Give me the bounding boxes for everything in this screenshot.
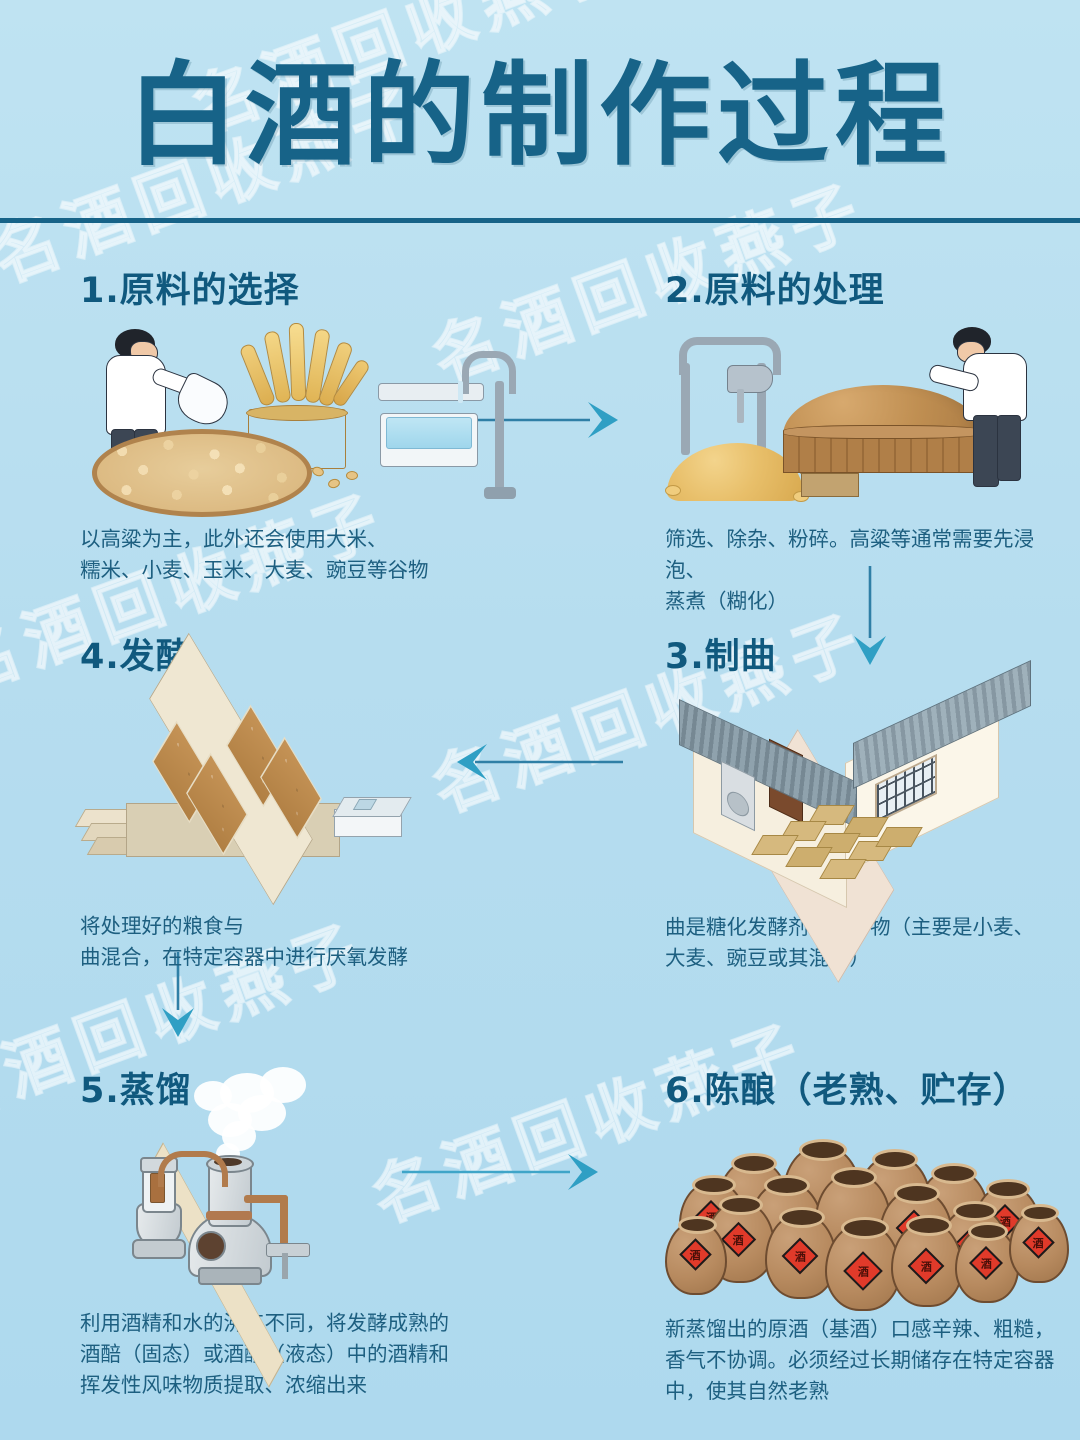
step-3-block: 3.制曲 <box>665 628 1065 983</box>
boiler-band <box>206 1211 252 1220</box>
step-1-heading: 1.原料的选择 <box>80 271 300 311</box>
wheat-bundle-tie <box>246 405 348 421</box>
step-4-heading: 4.发酵 <box>80 637 192 677</box>
copper-pipe-side <box>244 1195 288 1203</box>
spilled-kernel <box>346 471 358 480</box>
fermentation-pit-illustration <box>74 632 412 906</box>
step-5-block: 5.蒸馏 <box>80 1062 580 1401</box>
faucet-spout <box>737 389 744 423</box>
loose-kernel <box>665 485 681 496</box>
step-6-caption: 新蒸馏出的原酒（基酒）口感辛辣、粗糙， 香气不协调。必须经过长期储存在特定容器 … <box>665 1317 1055 1403</box>
poster-title: 白酒的制作过程 <box>127 51 953 181</box>
step-1-caption: 以高粱为主，此外还会使用大米、 糯米、小麦、玉米、大麦、豌豆等谷物 <box>80 527 429 582</box>
raw-material-selection-illustration <box>80 321 530 517</box>
step-3-heading: 3.制曲 <box>665 637 777 677</box>
raw-material-processing-illustration <box>665 325 1065 510</box>
step-2-block: 2.原料的处理 <box>665 262 1065 617</box>
pipe-right-leg <box>757 363 766 455</box>
condenser-foot <box>132 1239 186 1259</box>
copper-pipe-down <box>280 1195 288 1249</box>
faucet-head <box>727 365 773 393</box>
aging-jars-illustration: 酒 酒 酒 酒 <box>665 1127 1069 1311</box>
arrow-step4-to-step5 <box>156 952 200 1043</box>
steam-puff <box>260 1067 306 1103</box>
step-5-caption: 利用酒精和水的沸点不同，将发酵成熟的 酒醅（固态）或酒醪（液态）中的酒精和 挥发… <box>80 1311 449 1397</box>
arrow-step2-to-step3 <box>848 566 892 671</box>
poster-title-wrapper: 白酒的制作过程 <box>0 51 1080 181</box>
valve-stand <box>282 1253 288 1279</box>
crate-rim <box>783 425 985 439</box>
worker-coat <box>106 355 166 435</box>
clay-wine-jar: 酒 <box>955 1219 1019 1303</box>
step-6-block: 6.陈酿（老熟、贮存） 酒 <box>665 1062 1069 1407</box>
steam-puff <box>194 1081 232 1111</box>
pipe-left-leg <box>681 363 690 455</box>
pipe-bend <box>679 337 781 375</box>
clay-wine-jar: 酒 <box>891 1211 963 1307</box>
step-4-caption: 将处理好的粮食与 曲混合，在特定容器中进行厌氧发酵 <box>80 914 408 969</box>
worker-leg-left <box>973 415 999 487</box>
step-2-caption: 筛选、除杂、粉碎。高粱等通常需要先浸泡、 蒸煮（糊化） <box>665 527 1034 613</box>
boiler-opening <box>214 1158 242 1166</box>
title-divider <box>0 218 1080 223</box>
water-stream <box>458 381 463 403</box>
clay-wine-jar: 酒 <box>665 1213 727 1295</box>
boiler-hatch <box>196 1231 226 1261</box>
step-1-block: 1.原料的选择 <box>80 262 560 586</box>
step-5-heading: 5.蒸馏 <box>80 1071 192 1111</box>
distillation-apparatus-illustration <box>110 1063 440 1388</box>
step-4-block: 4.发酵 <box>74 628 580 973</box>
copper-pipe-top <box>158 1151 228 1187</box>
pipe-valve <box>266 1243 310 1257</box>
step-6-heading: 6.陈酿（老熟、贮存） <box>665 1071 1029 1111</box>
arrow-step5-to-step6 <box>400 1150 600 1199</box>
spilled-kernel <box>327 477 341 490</box>
faucet-base <box>484 487 516 499</box>
clay-wine-jar: 酒 <box>825 1213 901 1311</box>
qu-making-room-illustration <box>665 659 1045 983</box>
arrow-step3-to-step4 <box>455 740 625 789</box>
clay-wine-jar: 酒 <box>765 1203 837 1299</box>
faucet-neck <box>462 351 516 394</box>
basin-shelf <box>378 383 484 401</box>
round-grain-tray <box>92 429 312 517</box>
faucet-post <box>495 381 504 491</box>
basin-water <box>386 417 472 449</box>
boiler-foot <box>198 1267 262 1285</box>
step-2-heading: 2.原料的处理 <box>665 271 885 311</box>
clay-wine-jar: 酒 <box>1009 1201 1069 1283</box>
worker-leg-right <box>997 415 1021 481</box>
